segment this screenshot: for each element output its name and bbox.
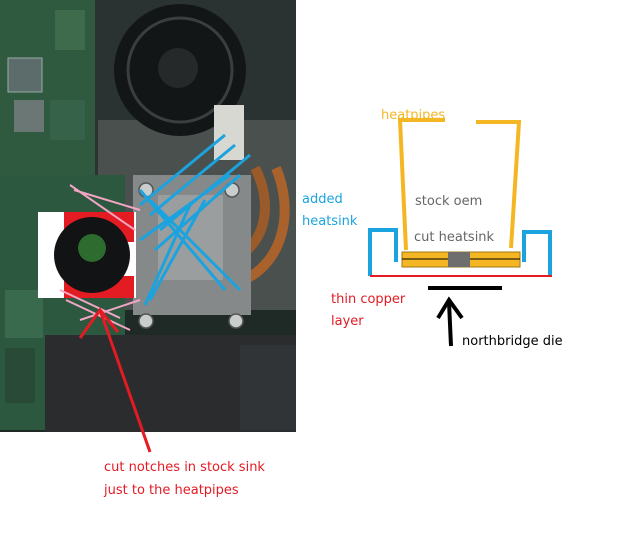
cut-notches-label-line2: just to the heatpipes — [104, 483, 239, 498]
pcb-component — [50, 100, 85, 140]
pcb-component — [55, 10, 85, 50]
cut-heatsink-label: cut heatsink — [414, 230, 495, 245]
added-heatsink-label-line1: added — [302, 192, 343, 207]
northbridge-arrow — [447, 301, 453, 347]
heatpipe-line — [397, 118, 445, 251]
blue-annotation-lines — [138, 133, 251, 306]
added-mini-fan-hub — [78, 234, 106, 262]
added-heatsink-label-line2: heatsink — [302, 214, 358, 229]
pcb-component — [5, 348, 35, 403]
battery-rail — [240, 345, 296, 430]
fan-ring — [126, 16, 234, 124]
heatsink-diagram — [368, 118, 552, 347]
stock-oem-label: stock oem — [415, 194, 483, 209]
memory-chip — [14, 100, 44, 132]
cut-heatsink-gap — [448, 252, 470, 267]
added-heatsink-left — [368, 228, 398, 276]
pcb-component — [5, 290, 43, 338]
added-heatsink-right — [522, 230, 552, 276]
red-arrow — [78, 307, 152, 453]
screw — [228, 313, 244, 329]
memory-chip — [7, 57, 43, 93]
motherboard-photo — [0, 0, 296, 432]
cut-notches-label-line1: cut notches in stock sink — [104, 460, 265, 475]
fan-hub — [158, 48, 198, 88]
thin-copper-label-line1: thin copper — [331, 292, 406, 307]
northbridge-die-label: northbridge die — [462, 334, 563, 349]
screw — [138, 313, 154, 329]
thin-copper-label-line2: layer — [331, 314, 364, 329]
heatpipe-line — [476, 120, 522, 249]
heatpipes-label: heatpipes — [381, 108, 446, 123]
